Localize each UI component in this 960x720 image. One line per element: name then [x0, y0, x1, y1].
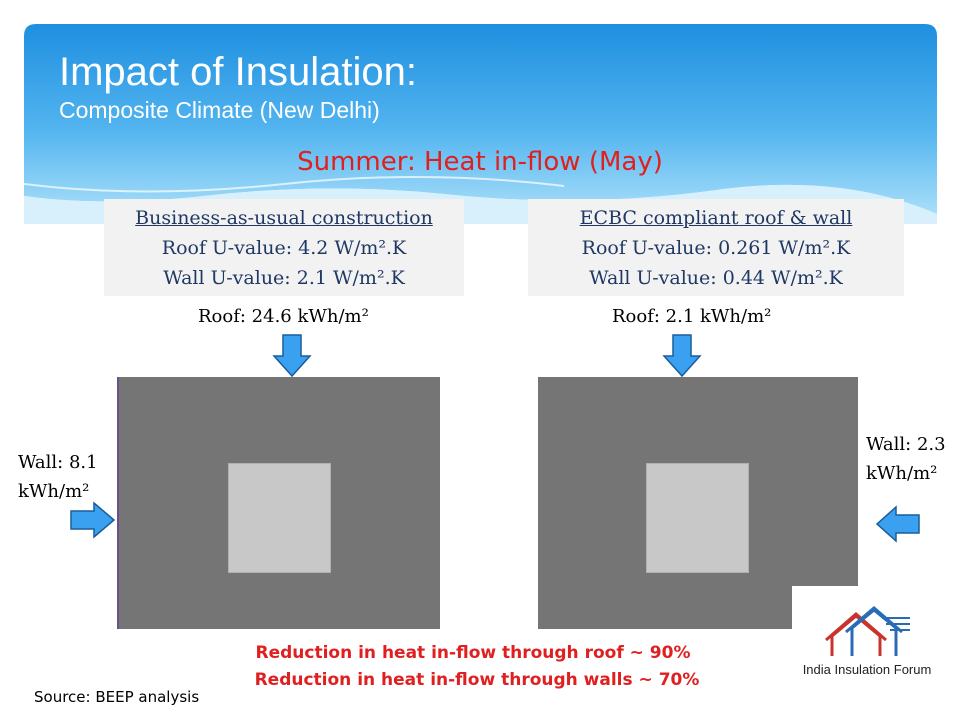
left-roof-arrow-icon — [272, 334, 312, 378]
right-wall-arrow-icon — [876, 505, 920, 543]
left-wall-flow-value: Wall: 8.1 — [18, 452, 98, 473]
house-logo-icon — [825, 606, 910, 656]
source-note: Source: BEEP analysis — [34, 688, 200, 706]
left-wall-arrow-icon — [70, 501, 116, 539]
roof-reduction-text: Reduction in heat in-flow through roof ~… — [255, 643, 691, 663]
right-building — [538, 377, 858, 629]
left-roof-flow-label: Roof: 24.6 kWh/m² — [198, 306, 369, 327]
slide-title: Impact of Insulation: — [59, 50, 417, 94]
right-case-heading: ECBC compliant roof & wall — [579, 207, 853, 229]
left-case-heading: Business-as-usual construction — [135, 207, 433, 229]
left-wall-u-value: Wall U-value: 2.1 W/m².K — [163, 267, 405, 289]
right-building-window — [646, 463, 749, 573]
right-roof-flow-label: Roof: 2.1 kWh/m² — [612, 306, 772, 327]
left-case-box: Business-as-usual construction Roof U-va… — [104, 199, 464, 296]
season-label: Summer: Heat in-flow (May) — [297, 147, 663, 177]
left-wall-flow-unit: kWh/m² — [18, 481, 90, 502]
right-wall-flow-label: Wall: 2.3 kWh/m² — [866, 430, 946, 488]
left-roof-u-value: Roof U-value: 4.2 W/m².K — [161, 237, 407, 259]
wall-reduction-text: Reduction in heat in-flow through walls … — [254, 670, 700, 690]
logo-text: India Insulation Forum — [802, 662, 932, 677]
left-building — [117, 377, 440, 629]
right-case-box: ECBC compliant roof & wall Roof U-value:… — [528, 199, 904, 296]
right-roof-u-value: Roof U-value: 0.261 W/m².K — [581, 237, 851, 259]
left-wall-flow-label: Wall: 8.1 kWh/m² — [18, 448, 98, 506]
right-wall-flow-unit: kWh/m² — [866, 463, 938, 484]
right-wall-flow-value: Wall: 2.3 — [866, 434, 946, 455]
slide-subtitle: Composite Climate (New Delhi) — [59, 97, 380, 123]
left-building-window — [228, 463, 331, 573]
india-insulation-forum-logo: India Insulation Forum — [792, 586, 942, 706]
right-wall-u-value: Wall U-value: 0.44 W/m².K — [589, 267, 843, 289]
right-roof-arrow-icon — [662, 334, 702, 378]
